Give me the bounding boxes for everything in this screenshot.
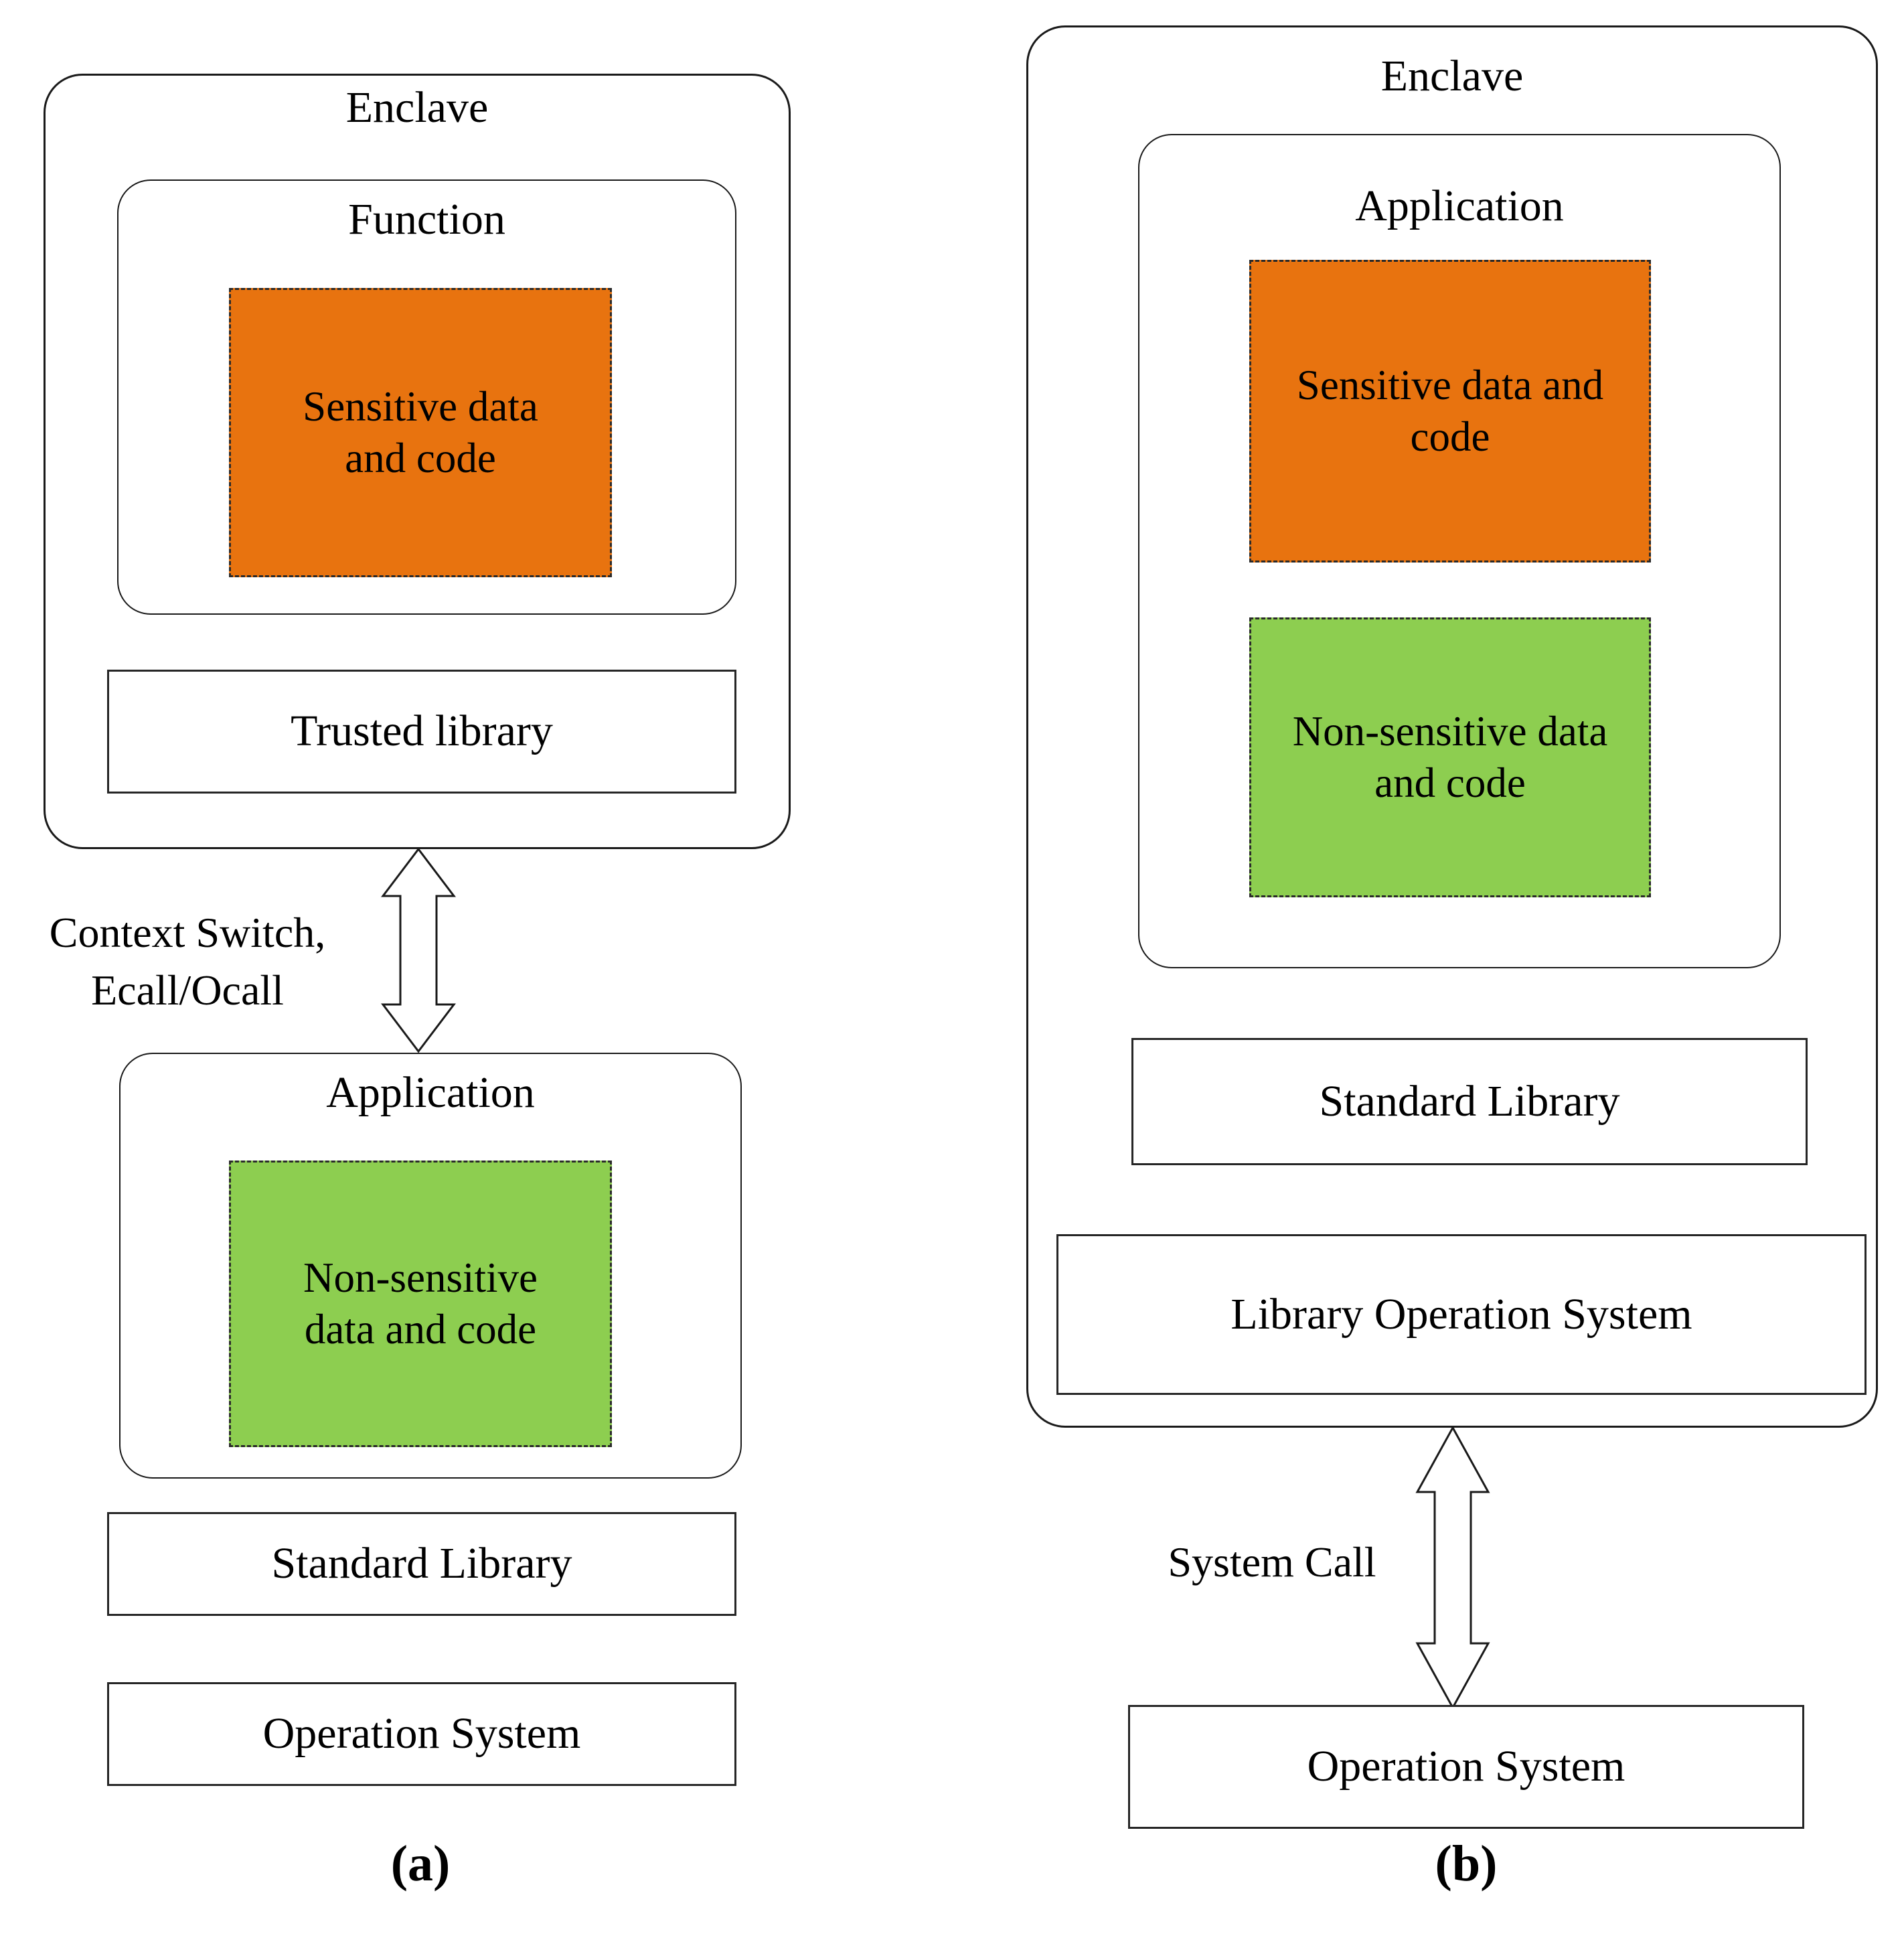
panel-b-library-operation-system-label: Library Operation System xyxy=(1231,1289,1692,1339)
panel-a-enclave-title: Enclave xyxy=(345,83,489,132)
panel-b-non-sensitive-data-block: Non-sensitive data and code xyxy=(1249,617,1651,897)
panel-a-trusted-library-label: Trusted library xyxy=(291,706,553,756)
panel-a-sensitive-data-block: Sensitive data and code xyxy=(229,288,612,577)
panel-a-context-switch-arrow xyxy=(375,848,462,1053)
panel-a-function-title: Function xyxy=(348,195,505,244)
panel-b-operation-system-box xyxy=(1128,1705,1804,1829)
panel-a-operation-system-label: Operation System xyxy=(262,1709,581,1759)
panel-b-library-operation-system-box xyxy=(1056,1234,1867,1395)
panel-a-standard-library-label: Standard Library xyxy=(271,1539,572,1588)
panel-b-standard-library-box xyxy=(1131,1038,1808,1165)
panel-a-non-sensitive-data-block: Non-sensitive data and code xyxy=(229,1161,612,1447)
panel-a-caption: (a) xyxy=(390,1836,451,1892)
panel-b-operation-system-label: Operation System xyxy=(1307,1742,1625,1791)
panel-b-enclave-title: Enclave xyxy=(1380,52,1524,100)
panel-b-sensitive-data-block: Sensitive data and code xyxy=(1249,260,1651,563)
panel-a-context-switch-label: Context Switch, Ecall/Ocall xyxy=(49,909,326,1015)
panel-a-trusted-library-box xyxy=(107,670,736,794)
panel-b-caption: (b) xyxy=(1435,1836,1498,1892)
panel-b-standard-library-label: Standard Library xyxy=(1319,1076,1620,1126)
panel-a-standard-library-box xyxy=(107,1512,736,1616)
panel-b-system-call-label: System Call xyxy=(1168,1538,1376,1586)
panel-a-application-title: Application xyxy=(326,1068,535,1117)
panel-b-system-call-arrow xyxy=(1409,1426,1496,1709)
panel-b-application-title: Application xyxy=(1355,181,1564,230)
panel-a-operation-system-box xyxy=(107,1682,736,1786)
